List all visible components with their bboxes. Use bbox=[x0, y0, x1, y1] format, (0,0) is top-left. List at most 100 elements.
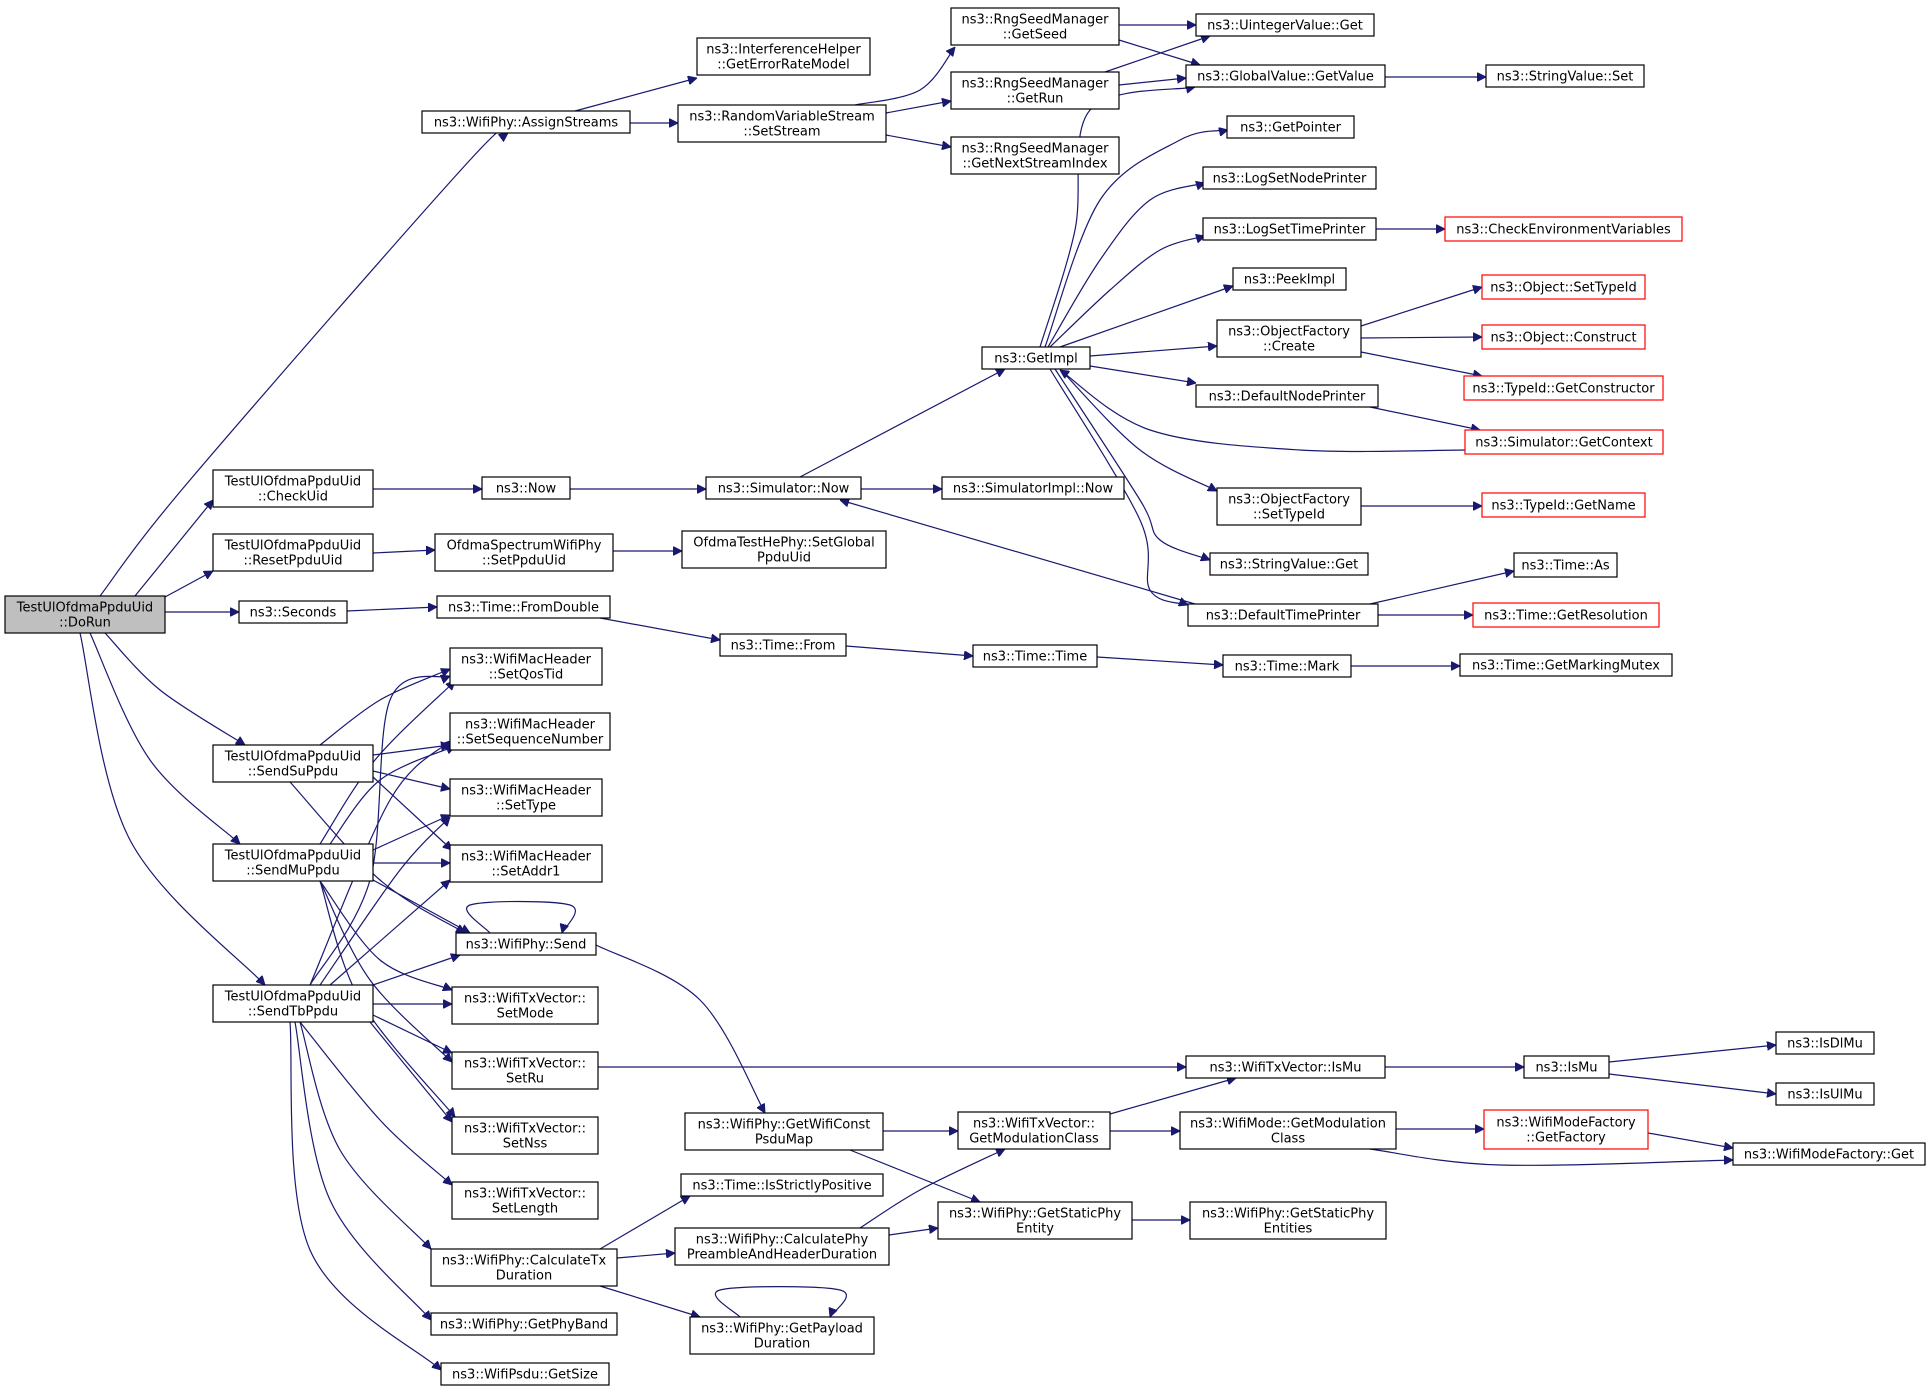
node-ierm[interactable]: ns3::InterferenceHelper::GetErrorRateMod… bbox=[696, 37, 871, 76]
node-setnss[interactable]: ns3::WifiTxVector::SetNss bbox=[451, 1116, 599, 1155]
node-mark[interactable]: ns3::Time::Mark bbox=[1222, 654, 1352, 678]
node-isdlmu[interactable]: ns3::IsDlMu bbox=[1775, 1031, 1875, 1055]
node-getpointer[interactable]: ns3::GetPointer bbox=[1226, 115, 1355, 139]
node-getname[interactable]: ns3::TypeId::GetName bbox=[1481, 492, 1646, 518]
node-seconds[interactable]: ns3::Seconds bbox=[238, 600, 348, 624]
edge-getseed-to-gvget bbox=[1118, 39, 1200, 65]
node-sendtb[interactable]: TestUlOfdmaPpduUid::SendTbPpdu bbox=[212, 984, 374, 1023]
node-timefrom[interactable]: ns3::Time::From bbox=[719, 633, 847, 657]
node-label-setglobal-0: OfdmaTestHePhy::SetGlobal bbox=[693, 536, 874, 551]
node-label-setlength-0: ns3::WifiTxVector:: bbox=[464, 1187, 586, 1202]
node-assign[interactable]: ns3::WifiPhy::AssignStreams bbox=[421, 110, 631, 134]
node-defnode[interactable]: ns3::DefaultNodePrinter bbox=[1195, 384, 1379, 408]
node-box-peekimpl bbox=[1232, 267, 1347, 291]
node-getnsi[interactable]: ns3::RngSeedManager::GetNextStreamIndex bbox=[950, 136, 1120, 175]
node-getphyband[interactable]: ns3::WifiPhy::GetPhyBand bbox=[430, 1312, 618, 1336]
node-modegetmod[interactable]: ns3::WifiMode::GetModulationClass bbox=[1179, 1111, 1397, 1150]
node-label-resetppdu-0: TestUlOfdmaPpduUid bbox=[224, 539, 361, 554]
node-ofcreate[interactable]: ns3::ObjectFactory::Create bbox=[1216, 319, 1362, 358]
node-box-getrun bbox=[950, 71, 1120, 110]
node-objsettypeid[interactable]: ns3::Object::SetTypeId bbox=[1481, 274, 1646, 300]
node-label-setqostid-0: ns3::WifiMacHeader bbox=[461, 653, 592, 668]
edge-modegetmod-to-wmfget bbox=[1369, 1148, 1733, 1166]
node-label-ofsettypeid-1: ::SetTypeId bbox=[1253, 508, 1325, 523]
node-label-setmode-1: SetMode bbox=[497, 1007, 554, 1022]
node-logtime[interactable]: ns3::LogSetTimePrinter bbox=[1202, 217, 1377, 241]
node-lognode[interactable]: ns3::LogSetNodePrinter bbox=[1202, 166, 1377, 190]
node-ismu[interactable]: ns3::IsMu bbox=[1523, 1055, 1610, 1079]
node-label-setru-0: ns3::WifiTxVector:: bbox=[464, 1057, 586, 1072]
node-fromdouble[interactable]: ns3::Time::FromDouble bbox=[436, 595, 611, 619]
node-box-rvss bbox=[677, 104, 887, 143]
node-peekimpl[interactable]: ns3::PeekImpl bbox=[1232, 267, 1347, 291]
node-getimpl[interactable]: ns3::GetImpl bbox=[981, 346, 1091, 370]
node-box-getmarking bbox=[1459, 653, 1673, 677]
node-getmodclass[interactable]: ns3::WifiTxVector::GetModulationClass bbox=[957, 1111, 1111, 1150]
node-getmarking[interactable]: ns3::Time::GetMarkingMutex bbox=[1459, 653, 1673, 677]
node-strset[interactable]: ns3::StringValue::Set bbox=[1485, 64, 1645, 88]
node-getres[interactable]: ns3::Time::GetResolution bbox=[1472, 602, 1660, 628]
node-label-getnsi-1: ::GetNextStreamIndex bbox=[962, 157, 1107, 172]
node-resetppdu[interactable]: TestUlOfdmaPpduUid::ResetPpduUid bbox=[212, 533, 374, 572]
node-simctx[interactable]: ns3::Simulator::GetContext bbox=[1464, 429, 1664, 455]
node-box-checkenv bbox=[1444, 216, 1683, 242]
edge-sendtb-to-psdusize bbox=[289, 1021, 441, 1370]
node-timetime[interactable]: ns3::Time::Time bbox=[972, 644, 1098, 668]
node-setlength[interactable]: ns3::WifiTxVector::SetLength bbox=[451, 1181, 599, 1220]
node-label-ierm-0: ns3::InterferenceHelper bbox=[706, 43, 861, 58]
node-sendsu[interactable]: TestUlOfdmaPpduUid::SendSuPpdu bbox=[212, 744, 374, 783]
node-gvget[interactable]: ns3::GlobalValue::GetValue bbox=[1185, 64, 1386, 88]
node-setaddr1[interactable]: ns3::WifiMacHeader::SetAddr1 bbox=[449, 844, 603, 883]
node-strictly[interactable]: ns3::Time::IsStrictlyPositive bbox=[680, 1173, 884, 1197]
node-box-setmode bbox=[451, 986, 599, 1025]
node-getseed[interactable]: ns3::RngSeedManager::GetSeed bbox=[950, 7, 1120, 46]
node-wmfget[interactable]: ns3::WifiModeFactory::Get bbox=[1732, 1142, 1926, 1166]
node-setseq[interactable]: ns3::WifiMacHeader::SetSequenceNumber bbox=[449, 712, 611, 751]
node-box-defnode bbox=[1195, 384, 1379, 408]
node-strvalget[interactable]: ns3::StringValue::Get bbox=[1209, 552, 1369, 576]
node-label-checkenv-0: ns3::CheckEnvironmentVariables bbox=[1456, 223, 1671, 238]
node-calcpre[interactable]: ns3::WifiPhy::CalculatePhyPreambleAndHea… bbox=[674, 1227, 890, 1266]
node-timeas[interactable]: ns3::Time::As bbox=[1513, 552, 1618, 578]
node-label-checkuid-0: TestUlOfdmaPpduUid bbox=[224, 475, 361, 490]
node-setru[interactable]: ns3::WifiTxVector::SetRu bbox=[451, 1051, 599, 1090]
node-isulmu[interactable]: ns3::IsUlMu bbox=[1775, 1082, 1875, 1106]
node-dorun[interactable]: TestUlOfdmaPpduUid::DoRun bbox=[4, 595, 166, 634]
node-getrun[interactable]: ns3::RngSeedManager::GetRun bbox=[950, 71, 1120, 110]
node-setqostid[interactable]: ns3::WifiMacHeader::SetQosTid bbox=[449, 647, 603, 686]
node-rvss[interactable]: ns3::RandomVariableStream::SetStream bbox=[677, 104, 887, 143]
node-now[interactable]: ns3::Now bbox=[481, 476, 571, 500]
node-uintget[interactable]: ns3::UintegerValue::Get bbox=[1195, 13, 1375, 37]
node-simimplnow[interactable]: ns3::SimulatorImpl::Now bbox=[941, 476, 1125, 500]
node-deftime[interactable]: ns3::DefaultTimePrinter bbox=[1187, 603, 1379, 627]
node-send[interactable]: ns3::WifiPhy::Send bbox=[455, 932, 597, 956]
node-getfactory[interactable]: ns3::WifiModeFactory::GetFactory bbox=[1483, 1109, 1649, 1150]
node-psdusize[interactable]: ns3::WifiPsdu::GetSize bbox=[440, 1362, 610, 1386]
node-label-getrun-0: ns3::RngSeedManager bbox=[961, 77, 1109, 92]
node-label-getname-0: ns3::TypeId::GetName bbox=[1491, 499, 1635, 514]
node-simnow[interactable]: ns3::Simulator::Now bbox=[705, 476, 862, 500]
node-ismutx[interactable]: ns3::WifiTxVector::IsMu bbox=[1185, 1055, 1386, 1079]
edge-assign-to-ierm bbox=[574, 78, 697, 112]
node-settype[interactable]: ns3::WifiMacHeader::SetType bbox=[449, 778, 603, 817]
node-objconstruct[interactable]: ns3::Object::Construct bbox=[1481, 324, 1646, 350]
node-box-send bbox=[455, 932, 597, 956]
node-checkuid[interactable]: TestUlOfdmaPpduUid::CheckUid bbox=[212, 469, 374, 508]
node-box-ierm bbox=[696, 37, 871, 76]
edge-getrun-to-gvget bbox=[1118, 78, 1186, 86]
edge-timefrom-to-timetime bbox=[845, 645, 973, 656]
node-sendmu[interactable]: TestUlOfdmaPpduUid::SendMuPpdu bbox=[212, 843, 374, 882]
node-getctor[interactable]: ns3::TypeId::GetConstructor bbox=[1463, 375, 1664, 401]
node-setmode[interactable]: ns3::WifiTxVector::SetMode bbox=[451, 986, 599, 1025]
node-box-resetppdu bbox=[212, 533, 374, 572]
node-checkenv[interactable]: ns3::CheckEnvironmentVariables bbox=[1444, 216, 1683, 242]
node-setppduuid[interactable]: OfdmaSpectrumWifiPhy::SetPpduUid bbox=[434, 533, 614, 572]
node-ofsettypeid[interactable]: ns3::ObjectFactory::SetTypeId bbox=[1216, 487, 1362, 526]
node-box-sendsu bbox=[212, 744, 374, 783]
